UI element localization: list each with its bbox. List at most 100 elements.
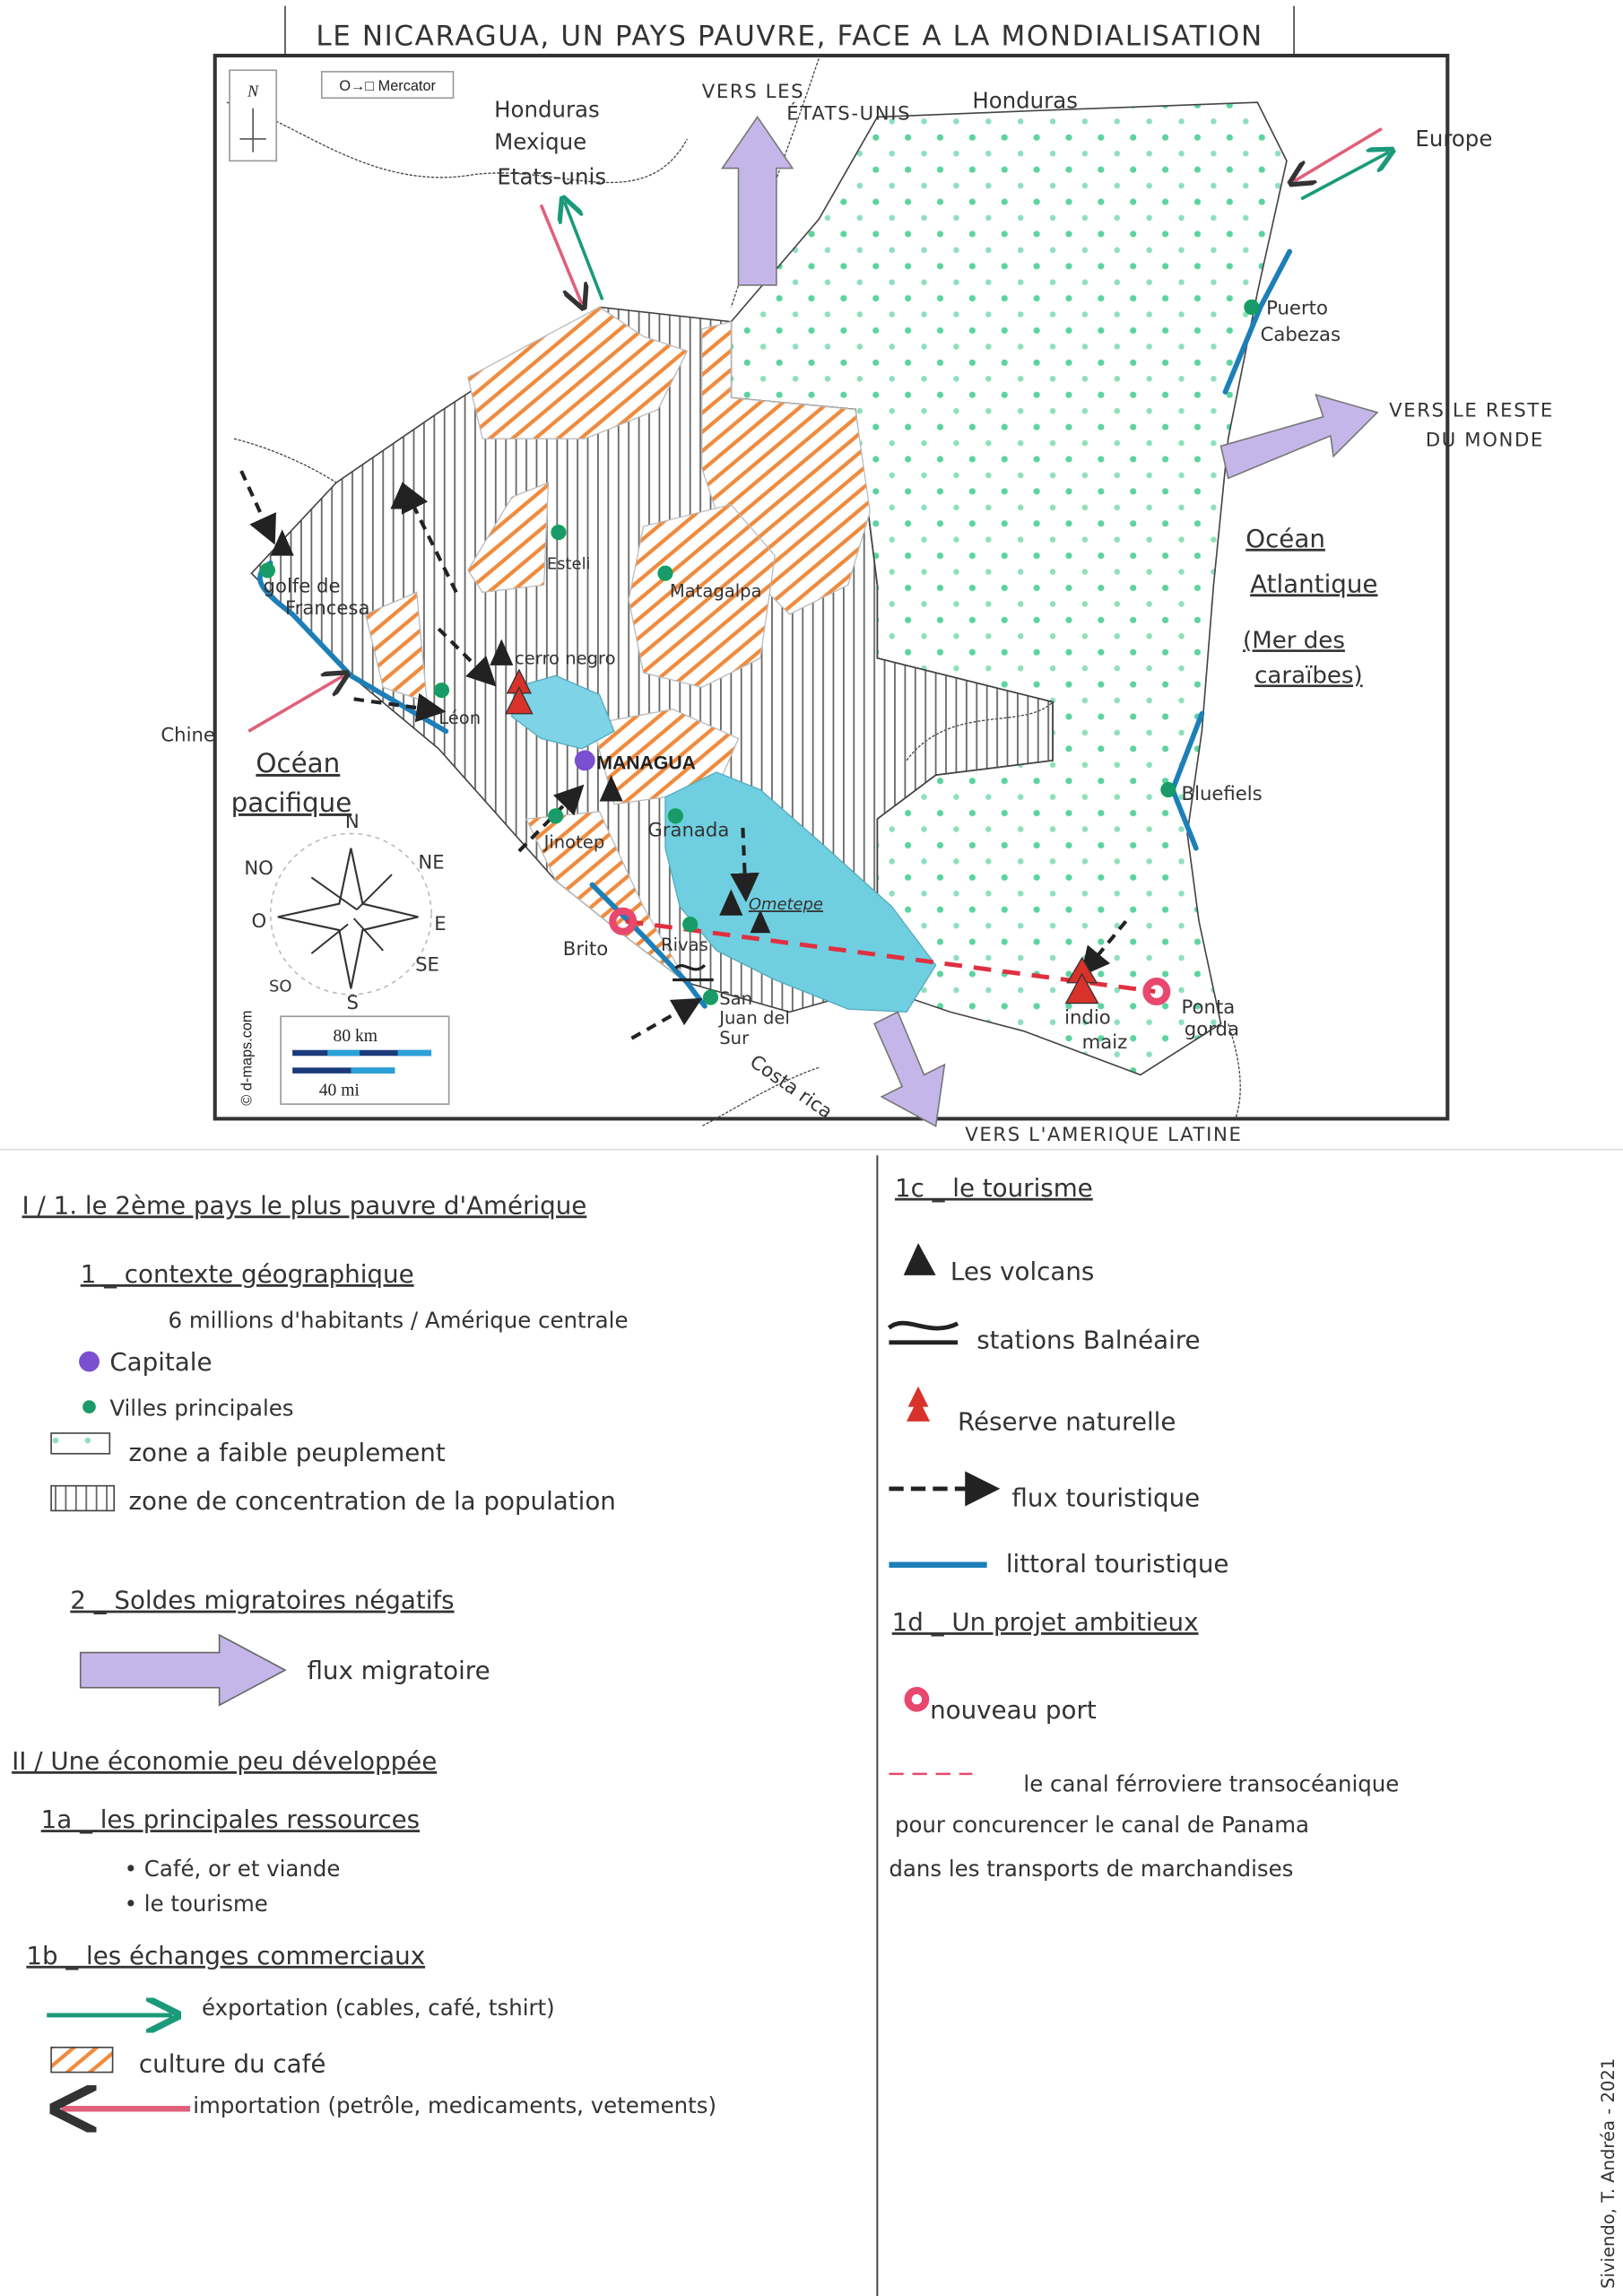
label-cabezas: Cabezas — [1261, 323, 1341, 345]
north-label: N — [247, 83, 259, 100]
canal-route — [625, 918, 1156, 994]
label-jinotepe: Jinotep — [542, 832, 605, 853]
capital-swatch — [79, 1351, 100, 1372]
scale-mi: 40 mi — [319, 1081, 360, 1100]
label-leon: Léon — [438, 708, 481, 728]
label-san: San — [719, 988, 752, 1009]
city-swatch — [82, 1400, 96, 1413]
volcano-swatch — [903, 1242, 936, 1275]
port-markers — [609, 907, 1171, 1006]
label-ponta: Ponta — [1182, 996, 1236, 1018]
projection-label: O→□ Mercator — [339, 78, 436, 94]
cities — [259, 299, 1260, 1005]
legend-left: I / 1. le 2ème pays le plus pauvre d'Amé… — [12, 1190, 716, 2118]
label-honduras-nw: Honduras — [494, 96, 600, 122]
compass-n: N — [345, 810, 360, 832]
legend-littoral: littoral touristique — [1006, 1549, 1229, 1578]
label-europe: Europe — [1415, 126, 1492, 152]
legend-right: 1c _ le tourisme Les volcans stations Ba… — [887, 1173, 1399, 1882]
label-francesa: Francesa — [285, 596, 369, 619]
author-signature: Siviendo, T. Andréa - 2021 — [1598, 2058, 1619, 2289]
compass-no: NO — [244, 857, 273, 879]
label-esteli: Esteli — [547, 554, 591, 573]
scale-km: 80 km — [334, 1027, 378, 1046]
legend-villes: Villes principales — [109, 1395, 293, 1421]
label-ocean-atl: Océan — [1245, 524, 1325, 553]
map: N O→□ Mercator N NO NE O E SO SE S 80 km… — [161, 53, 1554, 1145]
section2-title: 2 _ Soldes migratoires négatifs — [70, 1586, 454, 1615]
import-arrow-chine — [247, 675, 343, 733]
label-rivas: Rivas — [661, 935, 708, 955]
legend-reserve: Réserve naturelle — [958, 1407, 1176, 1437]
label-sur: Sur — [719, 1028, 750, 1048]
coffee-swatch — [50, 2046, 114, 2074]
trade-arrows — [247, 126, 1389, 733]
compass-e: E — [434, 912, 446, 935]
legend-import: importation (petrôle, medicaments, vetem… — [193, 2092, 716, 2118]
lake-managua — [511, 674, 615, 750]
label-granada: Granada — [647, 819, 729, 841]
section1c-title: 1c _ le tourisme — [895, 1173, 1093, 1203]
legend-flux-migratoire: flux migratoire — [307, 1656, 490, 1685]
label-etats-unis: Etats-unis — [497, 163, 606, 189]
reserve-swatch — [906, 1386, 931, 1422]
port-punta-gorda — [1142, 978, 1171, 1006]
label-mer-des: (Mer des — [1243, 627, 1345, 654]
label-matagalpa: Matagalpa — [670, 580, 762, 601]
legend-canal-1: le canal férroviere transocéanique — [1023, 1770, 1399, 1796]
import-arrow-europe — [1294, 126, 1383, 181]
ressource-1: • Café, or et viande — [125, 1856, 341, 1882]
label-puerto: Puerto — [1266, 297, 1328, 319]
label-managua: MANAGUA — [596, 753, 696, 774]
legend-flux-touristique: flux touristique — [1011, 1483, 1200, 1512]
volcanoes — [270, 483, 771, 934]
label-ometepe: Ometepe — [749, 895, 823, 914]
legend-faible-peuplement: zone a faible peuplement — [129, 1438, 446, 1467]
north-arrow-box: N — [229, 69, 278, 162]
section1d-title: 1d _ Un projet ambitieux — [892, 1607, 1199, 1637]
compass-so: SO — [269, 978, 291, 996]
projection-box: O→□ Mercator — [320, 71, 455, 100]
label-indio: indio — [1064, 1005, 1111, 1028]
legend-nouveau-port: nouveau port — [930, 1695, 1097, 1725]
reserves — [505, 668, 1099, 1004]
migration-arrow-usa — [720, 116, 794, 286]
migration-swatch — [79, 1633, 287, 1707]
compass-o: O — [251, 909, 266, 932]
label-etats-unis-caps: ÉTATS-UNIS — [786, 102, 911, 125]
tourist-flows — [239, 470, 1128, 1040]
scale-bar: 80 km 40 mi — [280, 1015, 450, 1105]
migration-arrow-latam — [873, 1011, 946, 1127]
label-brito: Brito — [563, 937, 608, 960]
label-vers-les: VERS LES — [702, 80, 804, 102]
label-maiz: maiz — [1082, 1031, 1128, 1053]
compass-se: SE — [415, 953, 439, 976]
coffee-zones — [364, 306, 871, 984]
label-chine: Chine — [161, 724, 215, 746]
label-vers-amerique-latine: VERS L'AMERIQUE LATINE — [965, 1123, 1242, 1145]
compass-rose: N NO NE O E SO SE S — [244, 810, 446, 1013]
legend-capitale: Capitale — [109, 1347, 212, 1377]
label-ocean-pac: Océan — [256, 748, 340, 778]
legend-canal-3: dans les transports de marchandises — [889, 1856, 1293, 1882]
label-bluefields: Bluefiels — [1182, 782, 1263, 804]
faible-swatch — [50, 1432, 111, 1455]
compass-s: S — [346, 991, 358, 1013]
part2-title: II / Une économie peu développée — [12, 1746, 437, 1776]
label-du-monde: DU MONDE — [1426, 428, 1544, 450]
map-credit: © d-maps.com — [239, 1011, 255, 1106]
section1b-title: 1b _ les échanges commerciaux — [26, 1941, 425, 1970]
legend-stations: stations Balnéaire — [976, 1325, 1200, 1354]
export-arrow-europe — [1300, 152, 1389, 201]
label-pacifique: pacifique — [231, 787, 352, 818]
section1-title: 1 _ contexte géographique — [81, 1259, 414, 1289]
map-title: LE NICARAGUA, UN PAYS PAUVRE, FACE A LA … — [316, 21, 1263, 53]
station-balneaire-icon — [673, 963, 714, 982]
legend-volcans: Les volcans — [950, 1257, 1094, 1286]
label-vers-le-reste: VERS LE RESTE — [1389, 399, 1554, 422]
section1a-title: 1a _ les principales ressources — [41, 1805, 420, 1834]
legend-concentration: zone de concentration de la population — [129, 1486, 616, 1516]
legend-export: éxportation (cables, café, tshirt) — [202, 1995, 555, 2021]
migration-arrow-monde — [1219, 394, 1379, 480]
